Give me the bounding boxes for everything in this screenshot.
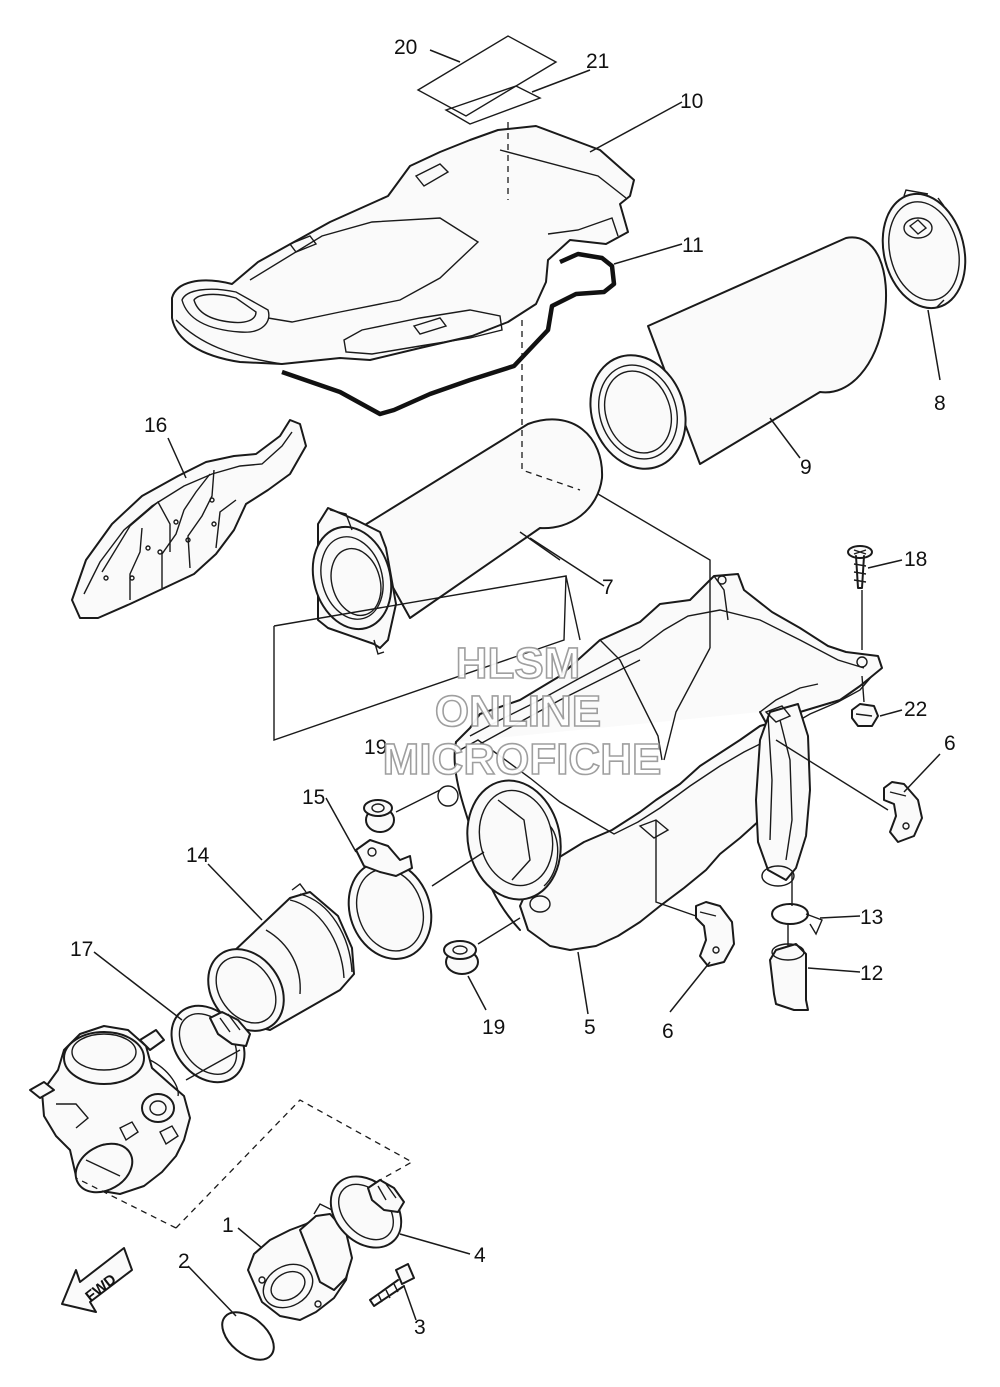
callout-8: 8	[934, 392, 946, 415]
part-5-airbox-case	[437, 573, 883, 951]
callout-16: 16	[144, 414, 167, 437]
callout-14: 14	[186, 844, 210, 867]
callout-19-upper: 19	[364, 736, 387, 759]
carburetor	[29, 1025, 191, 1195]
callout-1: 1	[222, 1214, 234, 1237]
callout-21: 21	[586, 50, 609, 73]
part-8-end-cap	[881, 189, 967, 310]
callout-3: 3	[414, 1316, 426, 1339]
callout-leader-lines	[93, 49, 941, 1321]
callout-15: 15	[302, 786, 325, 809]
callout-2: 2	[178, 1250, 190, 1273]
part-6-clip-right	[883, 781, 923, 843]
callout-19-lower: 19	[482, 1016, 505, 1039]
fwd-direction-arrow: FWD	[61, 1247, 133, 1313]
watermark: HLSM ONLINE MICROFICHE	[382, 638, 662, 785]
part-17-clamp	[170, 1004, 251, 1084]
callout-18: 18	[904, 548, 927, 571]
watermark-line-1: HLSM	[456, 639, 581, 688]
part-1-carb-joint	[247, 1203, 353, 1321]
part-16-plate	[71, 419, 307, 619]
watermark-line-3: MICROFICHE	[383, 735, 662, 784]
part-9-filter-element	[589, 236, 888, 470]
part-21-decal	[444, 85, 542, 125]
part-18-screw	[847, 545, 873, 589]
part-13-spring-clip	[771, 903, 823, 936]
callout-20: 20	[394, 36, 417, 59]
watermark-line-2: ONLINE	[435, 687, 601, 736]
callout-6-bottom: 6	[662, 1020, 674, 1043]
callout-22: 22	[904, 698, 927, 721]
part-3-bolt	[369, 1263, 415, 1307]
callout-17: 17	[70, 938, 93, 961]
part-20-decal	[416, 35, 558, 117]
part-19-grommet-lower	[443, 940, 479, 975]
callout-11: 11	[682, 234, 704, 257]
callout-5: 5	[584, 1016, 596, 1039]
part-10-airbox-cover	[171, 125, 635, 365]
assembly-reference-lines	[75, 122, 889, 1229]
part-4-clamp	[329, 1175, 405, 1249]
callout-13: 13	[860, 906, 883, 929]
part-12-drain-hose	[769, 943, 809, 1011]
callout-4: 4	[474, 1244, 486, 1267]
callout-9: 9	[800, 456, 812, 479]
part-6-clip-bottom	[695, 901, 735, 967]
part-14-intake-joint	[207, 883, 355, 1032]
callout-7: 7	[602, 576, 614, 599]
callout-12: 12	[860, 962, 883, 985]
part-19-grommet-upper	[363, 799, 395, 833]
part-7-inner-filter	[311, 418, 604, 655]
part-2-o-ring	[221, 1311, 275, 1361]
part-22-nut-clip	[851, 703, 879, 727]
callout-10: 10	[680, 90, 703, 113]
part-11-cover-gasket	[281, 251, 617, 417]
callout-6-right: 6	[944, 732, 956, 755]
part-15-hose-clamp	[347, 839, 433, 960]
callout-numbers: 20 21 10 11 8 9 16 7 18 22 6 19 15 14 17…	[70, 36, 956, 1339]
